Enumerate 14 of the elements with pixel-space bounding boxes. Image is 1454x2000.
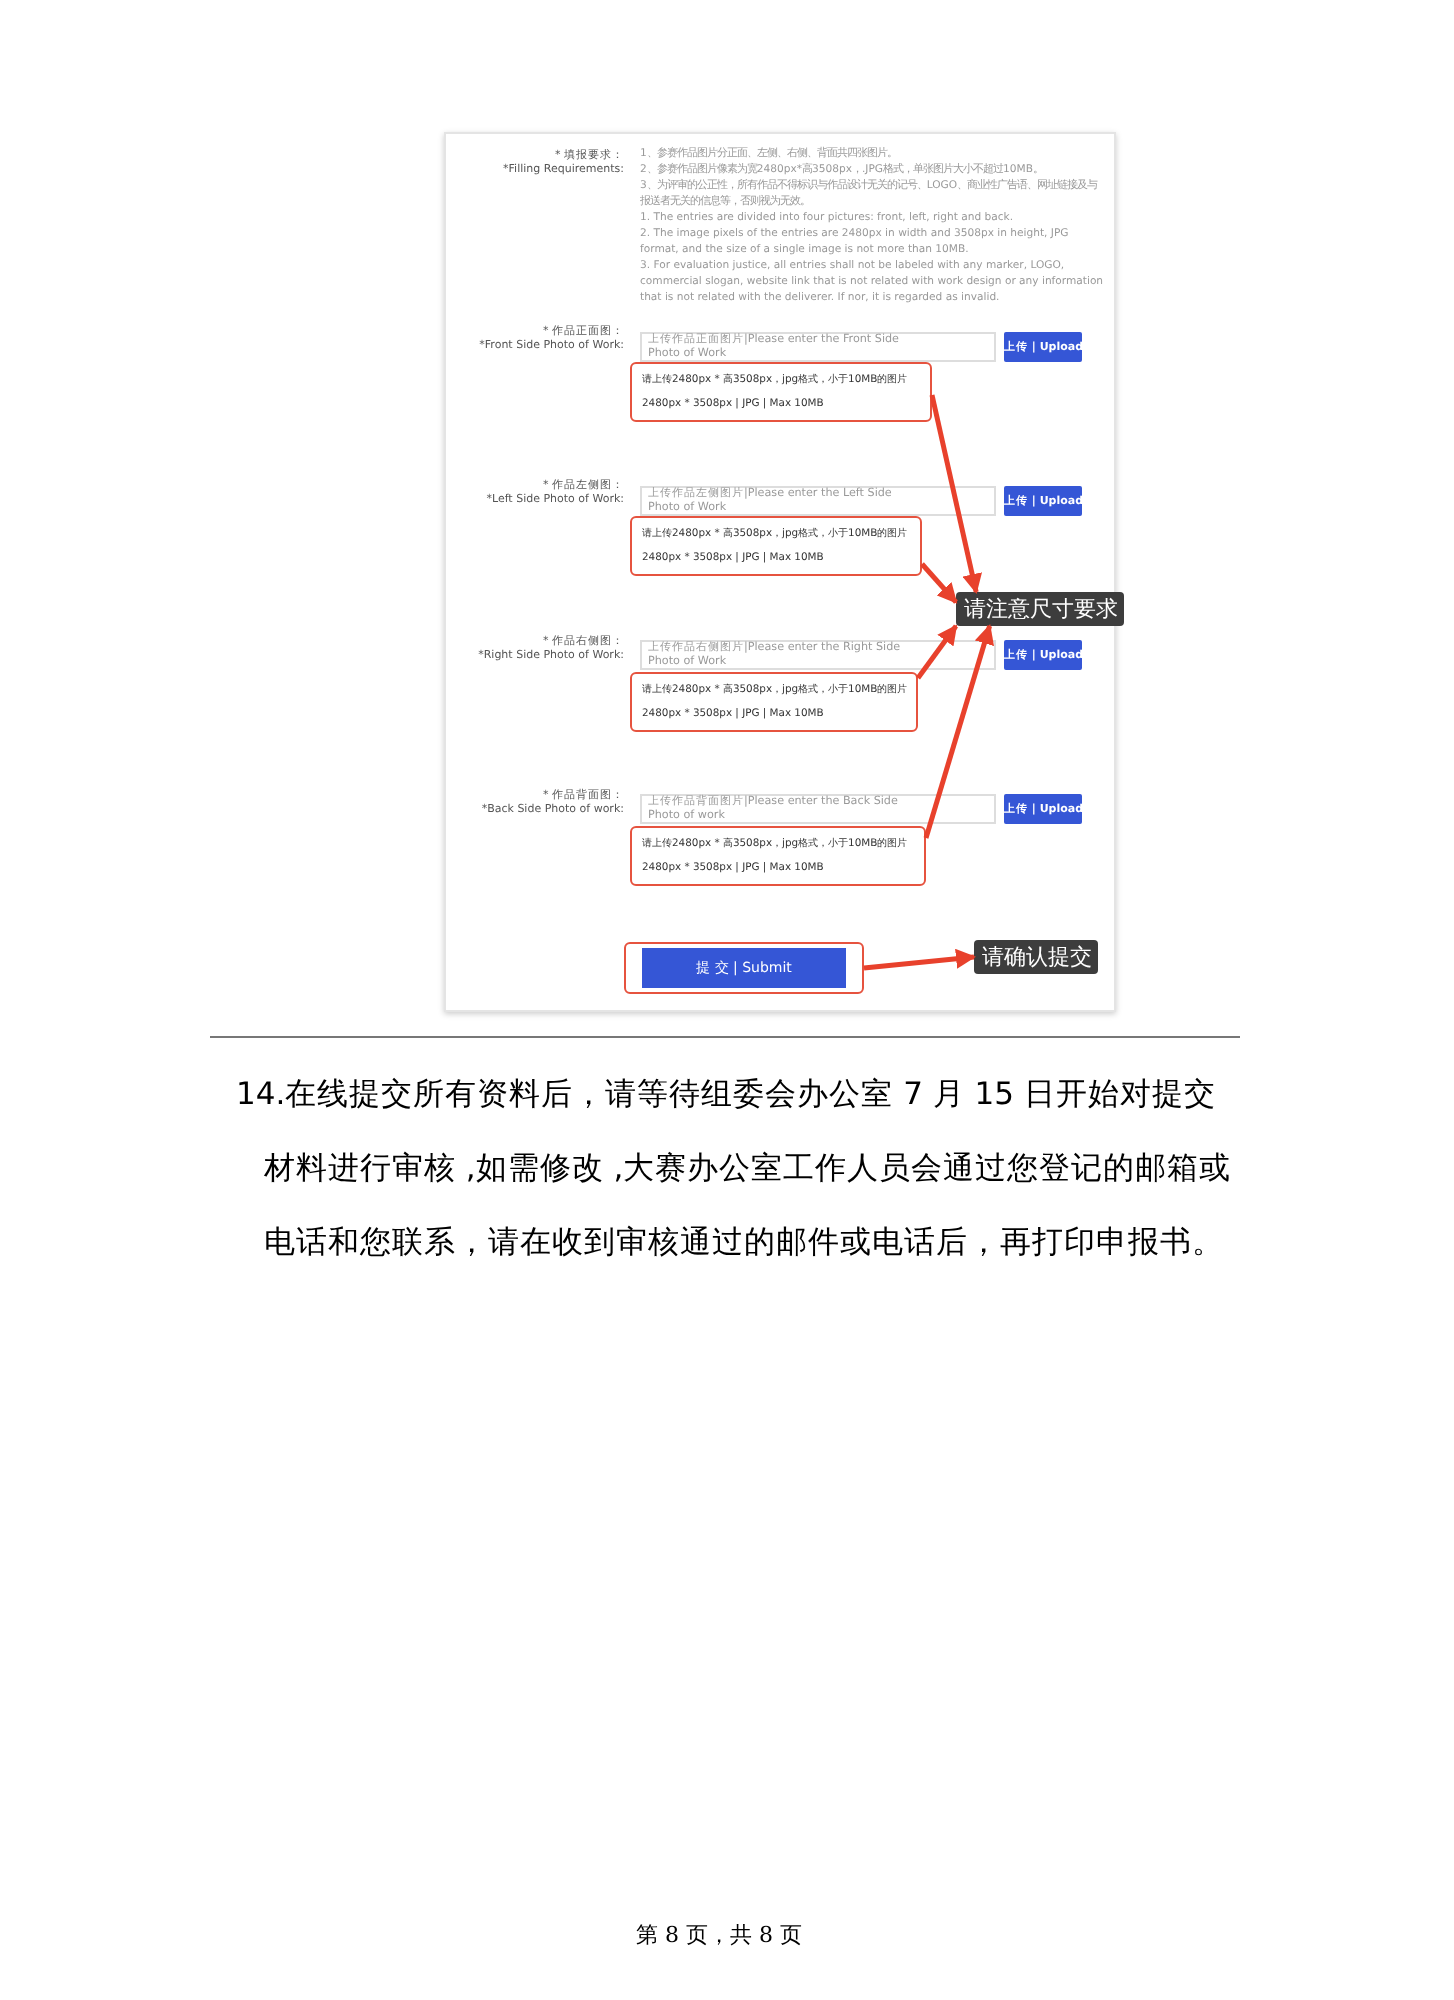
paragraph-text: 14.在线提交所有资料后，请等待组委会办公室 7 月 15 日开始对提交材料进行审核 ,如需修改 ,大赛办公室工作人员会通过您登记的邮箱或电话和您联系，请在收到审核通过的邮件或电话后，再打印申报书。: [236, 1074, 1234, 1264]
arrow: [920, 562, 958, 604]
tooltip-label: 请注意尺寸要求: [956, 592, 1124, 626]
arrow: [916, 624, 958, 680]
hint-box: [630, 826, 926, 886]
arrow: [923, 624, 994, 839]
page-number: 第 8 页，共 8 页: [636, 1920, 804, 1950]
highlight-frame: [624, 942, 864, 994]
hint-box: [630, 672, 918, 732]
hint-box: [630, 362, 932, 422]
arrow: [863, 948, 976, 971]
tooltip-label: 请确认提交: [974, 940, 1098, 974]
hint-box: [630, 516, 922, 576]
arrow: [929, 394, 982, 594]
